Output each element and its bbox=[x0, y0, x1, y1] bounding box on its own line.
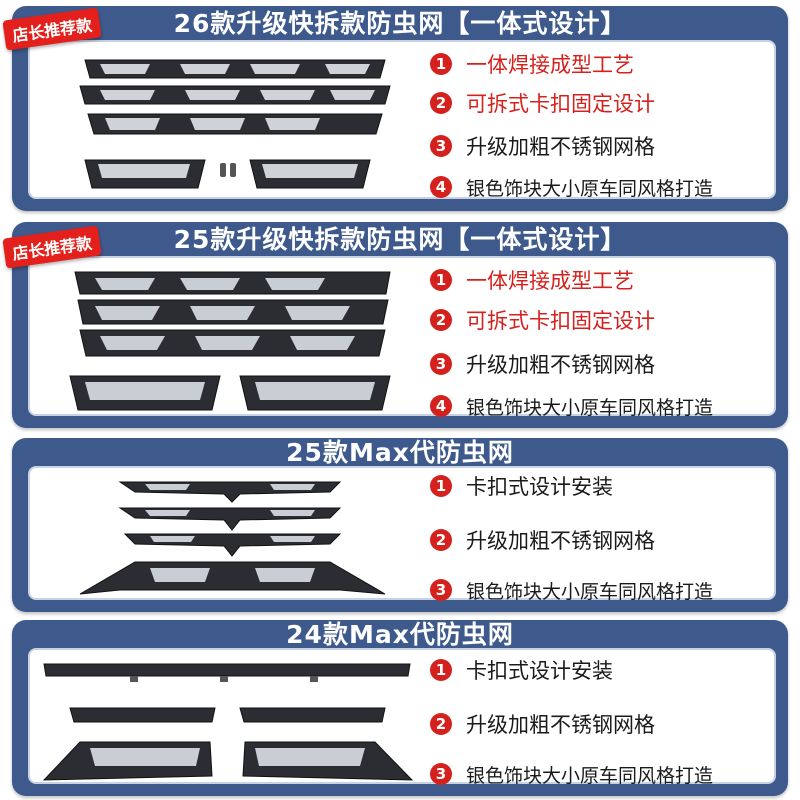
feature-item: 3 升级加粗不锈钢网格 bbox=[430, 344, 768, 384]
feature-number: 1 bbox=[430, 53, 452, 75]
product-image-grille-25-max bbox=[40, 474, 425, 595]
feature-number: 2 bbox=[430, 529, 452, 551]
feature-item: 1 一体焊接成型工艺 bbox=[430, 44, 768, 84]
feature-number: 2 bbox=[430, 713, 452, 735]
feature-text: 银色饰块大小原车同风格打造 bbox=[466, 177, 714, 200]
panel-title: 24款Max代防虫网 bbox=[286, 620, 514, 649]
product-image-grille-25 bbox=[40, 264, 425, 411]
feature-text: 卡扣式设计安装 bbox=[466, 659, 613, 683]
feature-list: 1 一体焊接成型工艺 2 可拆式卡扣固定设计 3 升级加粗不锈钢网格 4 银色饰… bbox=[430, 42, 768, 200]
feature-number: 1 bbox=[430, 659, 452, 681]
panel-content: 1 一体焊接成型工艺 2 可拆式卡扣固定设计 3 升级加粗不锈钢网格 4 银色饰… bbox=[28, 40, 776, 200]
product-image-grille-24-max bbox=[40, 656, 425, 781]
feature-list: 1 卡扣式设计安装 2 升级加粗不锈钢网格 3 银色饰块大小原车同风格打造 bbox=[430, 466, 768, 603]
feature-item: 2 升级加粗不锈钢网格 bbox=[430, 520, 768, 560]
panel-title: 25款升级快拆款防虫网【一体式设计】 bbox=[173, 225, 627, 254]
product-panel-24-max: 24款Max代防虫网 bbox=[12, 620, 788, 796]
feature-number: 3 bbox=[430, 135, 452, 157]
feature-item: 3 升级加粗不锈钢网格 bbox=[430, 126, 768, 166]
panel-content: 1 一体焊接成型工艺 2 可拆式卡扣固定设计 3 升级加粗不锈钢网格 4 银色饰… bbox=[28, 256, 776, 419]
feature-text: 银色饰块大小原车同风格打造 bbox=[466, 580, 714, 603]
grille-illustration bbox=[79, 481, 386, 595]
feature-number: 2 bbox=[430, 309, 452, 331]
feature-item: 2 升级加粗不锈钢网格 bbox=[430, 704, 768, 744]
grille-illustration bbox=[79, 59, 391, 189]
feature-text: 卡扣式设计安装 bbox=[466, 475, 613, 499]
feature-text: 升级加粗不锈钢网格 bbox=[466, 135, 655, 159]
panel-title: 25款Max代防虫网 bbox=[286, 438, 514, 467]
grille-illustration bbox=[42, 663, 414, 781]
feature-text: 可拆式卡扣固定设计 bbox=[466, 309, 655, 333]
panel-content: 1 卡扣式设计安装 2 升级加粗不锈钢网格 3 银色饰块大小原车同风格打造 bbox=[28, 466, 776, 603]
feature-text: 银色饰块大小原车同风格打造 bbox=[466, 764, 714, 787]
panel-content: 1 卡扣式设计安装 2 升级加粗不锈钢网格 3 银色饰块大小原车同风格打造 bbox=[28, 648, 776, 787]
feature-number: 4 bbox=[430, 176, 452, 198]
feature-item: 1 一体焊接成型工艺 bbox=[430, 260, 768, 300]
feature-number: 3 bbox=[430, 579, 452, 601]
product-panel-25-quick-release: 25款升级快拆款防虫网【一体式设计】 bbox=[12, 222, 788, 428]
feature-item: 1 卡扣式设计安装 bbox=[430, 650, 768, 690]
feature-item: 1 卡扣式设计安装 bbox=[430, 466, 768, 506]
feature-number: 1 bbox=[430, 269, 452, 291]
feature-text: 一体焊接成型工艺 bbox=[466, 53, 634, 77]
feature-item: 2 可拆式卡扣固定设计 bbox=[430, 83, 768, 123]
product-panel-25-max: 25款Max代防虫网 bbox=[12, 438, 788, 612]
feature-number: 2 bbox=[430, 92, 452, 114]
feature-item: 3 银色饰块大小原车同风格打造 bbox=[430, 754, 768, 794]
grille-illustration bbox=[69, 271, 391, 411]
feature-text: 升级加粗不锈钢网格 bbox=[466, 713, 655, 737]
panel-title: 26款升级快拆款防虫网【一体式设计】 bbox=[173, 9, 627, 38]
feature-text: 升级加粗不锈钢网格 bbox=[466, 353, 655, 377]
feature-number: 4 bbox=[430, 395, 452, 417]
feature-text: 银色饰块大小原车同风格打造 bbox=[466, 396, 714, 419]
feature-item: 3 银色饰块大小原车同风格打造 bbox=[430, 570, 768, 610]
feature-text: 升级加粗不锈钢网格 bbox=[466, 529, 655, 553]
product-panel-26-quick-release: 26款升级快拆款防虫网【一体式设计】 bbox=[12, 6, 788, 211]
feature-text: 可拆式卡扣固定设计 bbox=[466, 92, 655, 116]
feature-item: 4 银色饰块大小原车同风格打造 bbox=[430, 167, 768, 207]
feature-number: 3 bbox=[430, 353, 452, 375]
feature-list: 1 一体焊接成型工艺 2 可拆式卡扣固定设计 3 升级加粗不锈钢网格 4 银色饰… bbox=[430, 258, 768, 419]
product-image-grille-26 bbox=[40, 48, 425, 191]
feature-number: 3 bbox=[430, 763, 452, 785]
feature-item: 2 可拆式卡扣固定设计 bbox=[430, 300, 768, 340]
feature-list: 1 卡扣式设计安装 2 升级加粗不锈钢网格 3 银色饰块大小原车同风格打造 bbox=[430, 650, 768, 787]
feature-text: 一体焊接成型工艺 bbox=[466, 269, 634, 293]
feature-number: 1 bbox=[430, 475, 452, 497]
feature-item: 4 银色饰块大小原车同风格打造 bbox=[430, 386, 768, 426]
